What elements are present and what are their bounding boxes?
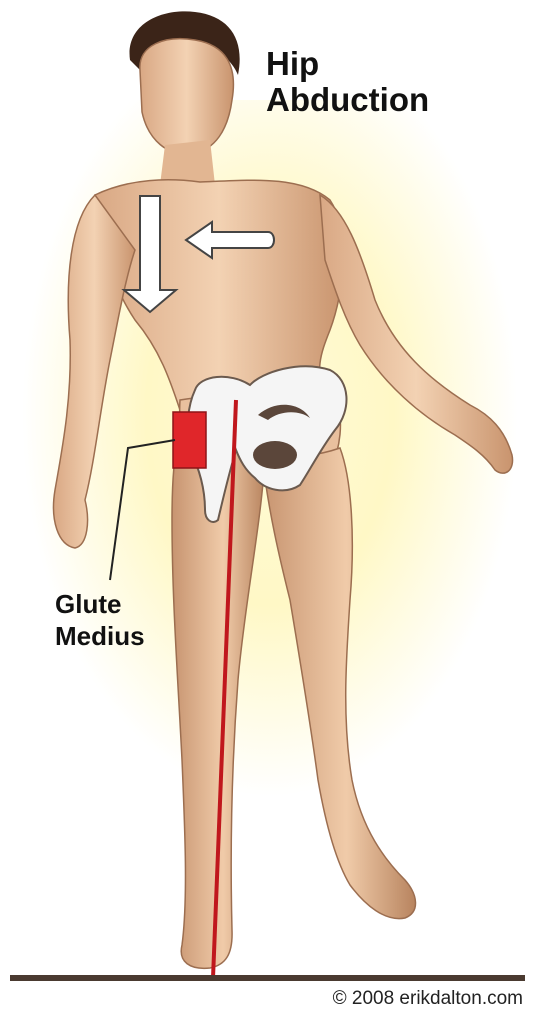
copyright-text: © 2008 erikdalton.com	[333, 988, 523, 1010]
abducted-leg	[262, 448, 416, 919]
label-leader-line	[110, 440, 175, 580]
arm-right-side	[54, 195, 135, 548]
ground-line	[10, 975, 525, 981]
title-line-1: Hip	[266, 46, 429, 82]
glute-medius-highlight	[173, 412, 206, 468]
head	[140, 39, 234, 155]
arm-left-side	[320, 195, 513, 473]
title-line-2: Abduction	[266, 82, 429, 118]
muscle-label-line-1: Glute	[55, 588, 145, 620]
muscle-label-line-2: Medius	[55, 620, 145, 652]
diagram-title: Hip Abduction	[266, 46, 429, 118]
neck	[160, 140, 215, 185]
glute-medius-label: Glute Medius	[55, 588, 145, 652]
